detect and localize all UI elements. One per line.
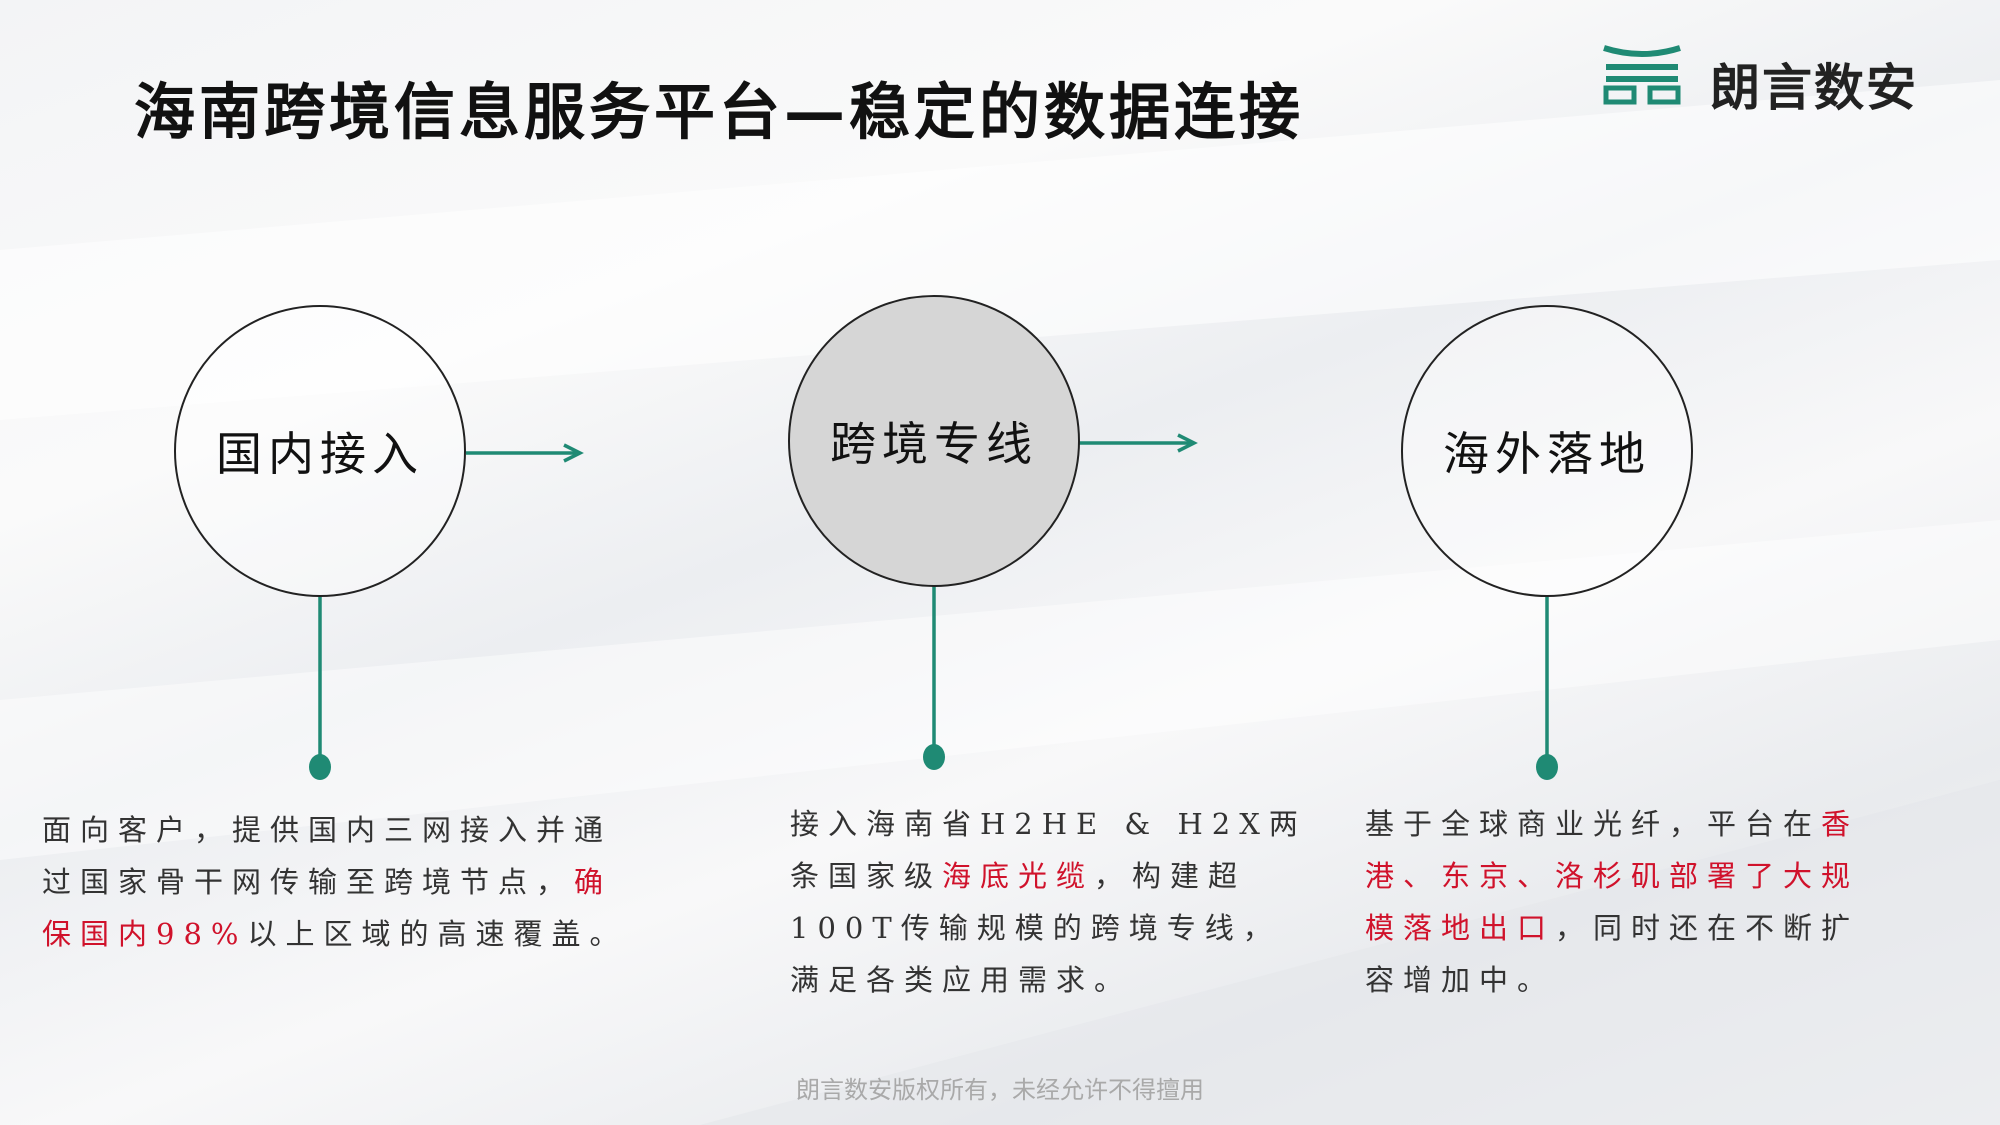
dot-2 bbox=[923, 744, 945, 770]
step-circle-overseas-landing: 海外落地 bbox=[1401, 305, 1693, 597]
desc-highlight: 确保国内98% bbox=[42, 865, 613, 951]
desc-text: 接入海南省H2HE & H2X两条国家级 bbox=[790, 807, 1307, 893]
desc-highlight: 海底光缆 bbox=[942, 859, 1095, 893]
arrow-2 bbox=[1079, 433, 1198, 453]
step-description-overseas-landing: 基于全球商业光纤，平台在香港、东京、洛杉矶部署了大规模落地出口，同时还在不断扩容… bbox=[1365, 798, 1875, 1006]
step-label: 国内接入 bbox=[216, 427, 424, 481]
desc-text: ，构建超100T传输规模的跨境专线，满足各类应用需求。 bbox=[790, 859, 1281, 997]
step-description-cross-border-line: 接入海南省H2HE & H2X两条国家级海底光缆，构建超100T传输规模的跨境专… bbox=[790, 798, 1310, 1006]
desc-text: 基于全球商业光纤，平台在 bbox=[1365, 807, 1822, 841]
dot-3 bbox=[1536, 754, 1558, 780]
step-label: 跨境专线 bbox=[830, 417, 1038, 471]
logo-text: 朗言数安 bbox=[1710, 59, 1918, 117]
step-label: 海外落地 bbox=[1443, 427, 1651, 481]
copyright-footer: 朗言数安版权所有，未经允许不得擅用 bbox=[796, 1076, 1204, 1104]
step-description-domestic-access: 面向客户，提供国内三网接入并通过国家骨干网传输至跨境节点，确保国内98%以上区域… bbox=[42, 804, 642, 960]
step-circle-cross-border-line: 跨境专线 bbox=[788, 295, 1080, 587]
page-title: 海南跨境信息服务平台—稳定的数据连接 bbox=[134, 77, 1305, 148]
step-circle-domestic-access: 国内接入 bbox=[174, 305, 466, 597]
longyan-logo-icon bbox=[1603, 45, 1681, 105]
brand-logo: 朗言数安 bbox=[1600, 42, 1970, 117]
desc-text: 面向客户，提供国内三网接入并通过国家骨干网传输至跨境节点， bbox=[42, 813, 613, 899]
desc-highlight: 香港、东京、洛杉矶部署了大规模落地出口 bbox=[1365, 807, 1860, 945]
desc-text: 以上区域的高速覆盖。 bbox=[247, 917, 628, 951]
dot-1 bbox=[309, 754, 331, 780]
arrow-1 bbox=[466, 443, 584, 463]
desc-text: ，同时还在不断扩容增加中。 bbox=[1365, 911, 1860, 997]
